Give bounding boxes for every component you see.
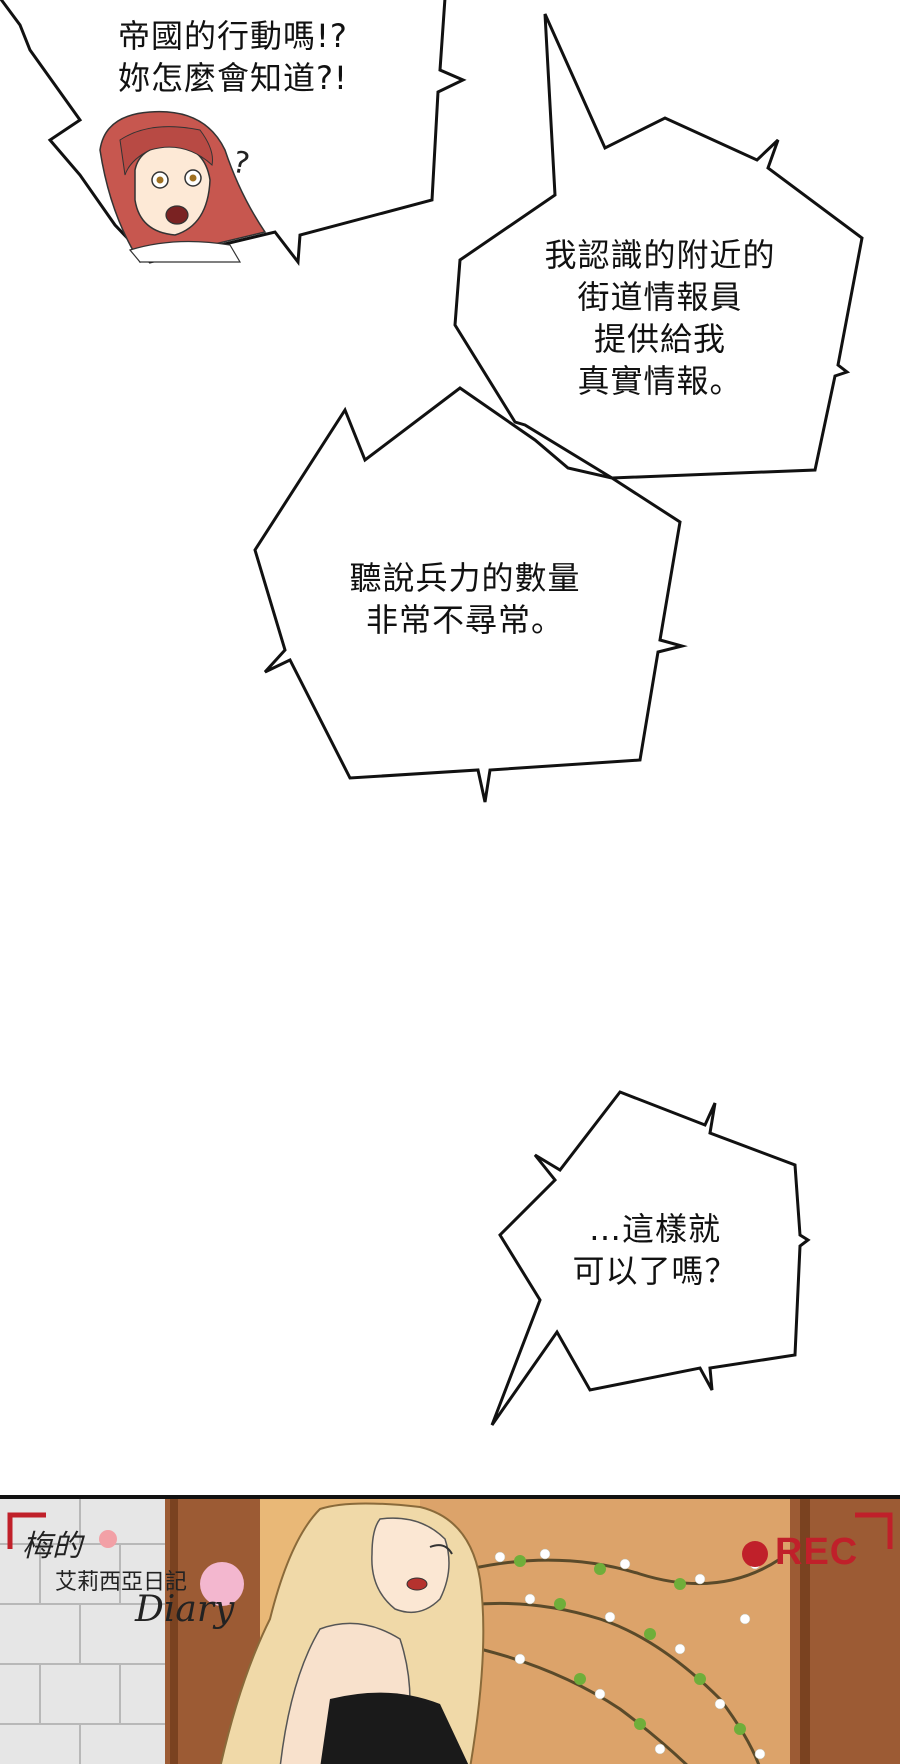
bubble-2-line-3: 提供給我: [593, 320, 726, 358]
speech-bubble-3: [253, 386, 688, 803]
record-dot-icon: [742, 1541, 768, 1567]
logo-subtitle: 艾莉西亞日記: [55, 1570, 188, 1595]
bubble-3-text: 聽說兵力的數量 非常不尋常。: [332, 557, 598, 641]
bubble-3-line-1: 聽說兵力的數量: [349, 559, 581, 597]
rec-label: REC: [775, 1531, 859, 1573]
bubble-2-line-2: 街道情報員: [577, 278, 743, 316]
bubble-1-text: 帝國的行動嗎!? 妳怎麼會知道?!: [118, 15, 348, 99]
speech-bubble-4: [490, 1090, 811, 1426]
bubble-2-text: 我認識的附近的 街道情報員 提供給我 真實情報。: [530, 234, 790, 402]
speech-bubble-2: [453, 13, 864, 480]
bubble-3-line-2: 非常不尋常。: [365, 601, 564, 639]
bubble-2-line-4: 真實情報。: [577, 362, 743, 400]
bubble-4-line-1: …這樣就: [588, 1210, 721, 1248]
bubble-4-text: …這樣就 可以了嗎？: [570, 1208, 740, 1292]
panel-illustration: [0, 1499, 900, 1764]
bubble-4-line-2: 可以了嗎？: [572, 1252, 738, 1290]
bubble-1-line-1: 帝國的行動嗎!?: [118, 17, 348, 55]
bubble-2-line-1: 我認識的附近的: [544, 236, 776, 274]
logo-title: 梅的: [22, 1529, 82, 1564]
logo-diary: Diary: [135, 1589, 235, 1630]
bubble-1-line-2: 妳怎麼會知道?!: [118, 59, 348, 97]
bottom-comic-panel: REC 梅的 艾莉西亞日記 Diary: [0, 1495, 900, 1764]
